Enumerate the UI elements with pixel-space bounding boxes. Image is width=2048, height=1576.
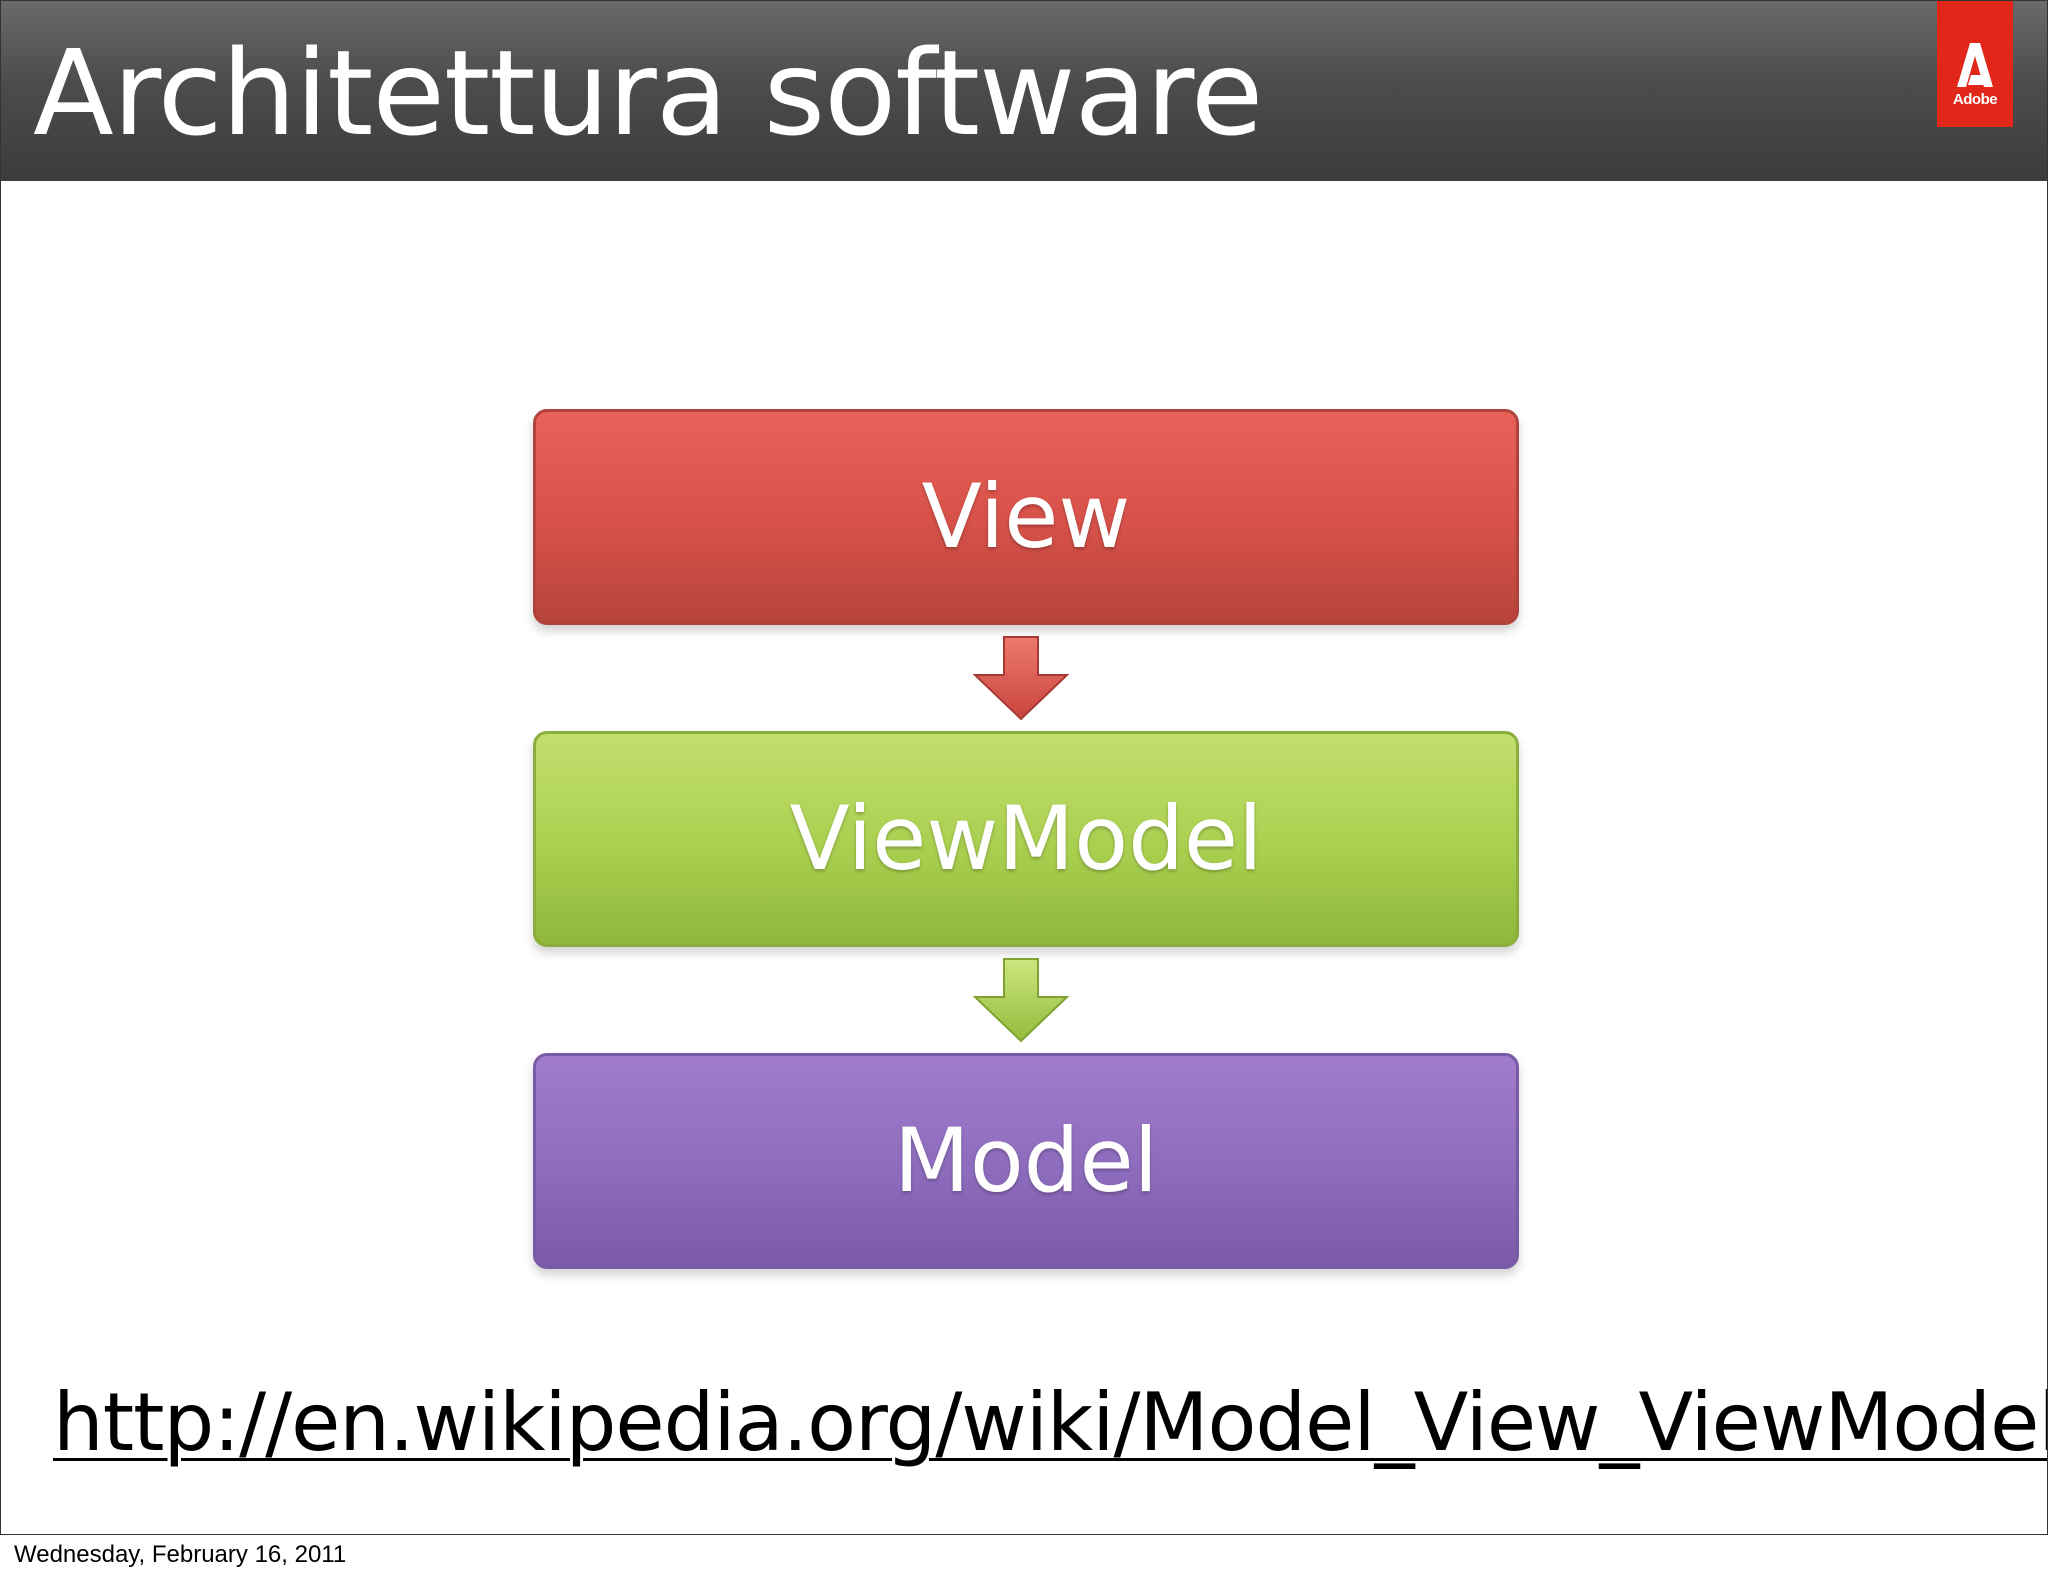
adobe-a-icon — [1957, 43, 1993, 87]
adobe-logo: Adobe — [1937, 1, 2013, 127]
footer-date: Wednesday, February 16, 2011 — [14, 1541, 347, 1568]
title-bar: Architettura software Adobe — [1, 1, 2047, 181]
arrow-down-icon — [972, 636, 1070, 721]
arrow-down-icon — [972, 958, 1070, 1043]
viewmodel-box: ViewModel — [533, 731, 1519, 947]
slide: Architettura software Adobe View ViewMod… — [0, 0, 2048, 1535]
model-box: Model — [533, 1053, 1519, 1269]
slide-title: Architettura software — [33, 24, 1263, 162]
adobe-logo-text: Adobe — [1952, 91, 1998, 108]
wikipedia-link[interactable]: http://en.wikipedia.org/wiki/Model_View_… — [53, 1376, 2048, 1469]
view-box: View — [533, 409, 1519, 625]
